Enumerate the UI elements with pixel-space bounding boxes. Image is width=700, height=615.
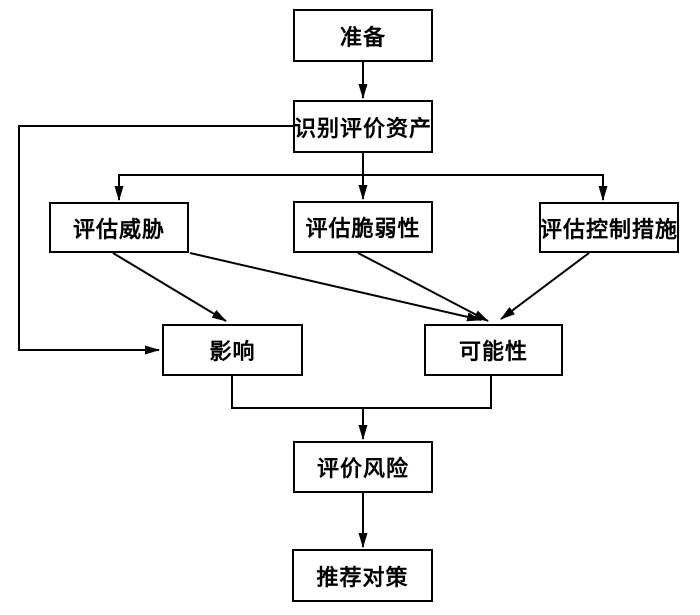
node-prepare: 准备 bbox=[293, 9, 433, 62]
node-assess-vulnerabilities: 评估脆弱性 bbox=[293, 201, 433, 253]
edge-threats-impact bbox=[112, 252, 227, 322]
node-impact: 影响 bbox=[162, 324, 303, 376]
node-assess-controls: 评估控制措施 bbox=[539, 202, 679, 253]
node-identify-assets: 识别评价资产 bbox=[293, 100, 433, 153]
node-assess-threats: 评估威胁 bbox=[49, 202, 189, 253]
node-recommend-countermeasures: 推荐对策 bbox=[292, 549, 433, 602]
edge-vulnerabilities-likelihood bbox=[357, 252, 489, 322]
node-likelihood: 可能性 bbox=[424, 324, 563, 376]
edge-threats-likelihood bbox=[189, 252, 482, 322]
node-evaluate-risk: 评价风险 bbox=[293, 441, 433, 493]
edge-controls-likelihood bbox=[500, 252, 590, 320]
edge-identify-impact bbox=[18, 125, 293, 355]
